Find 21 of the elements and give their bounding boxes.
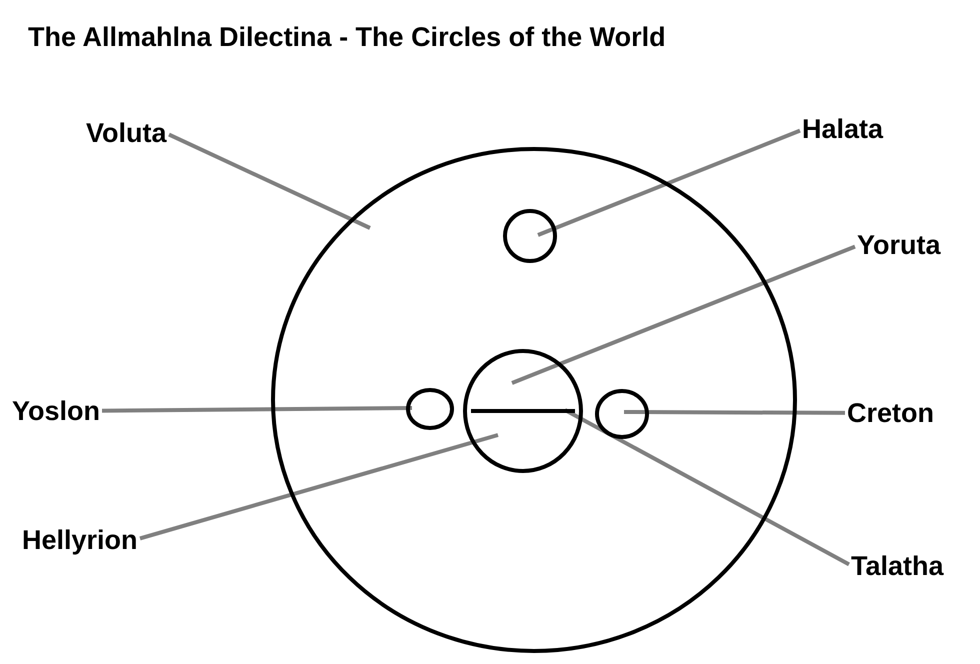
small-circle xyxy=(595,389,649,439)
part-label: Yoruta xyxy=(857,229,941,261)
leader-line xyxy=(564,408,850,566)
leader-line xyxy=(139,433,499,540)
part-label: Creton xyxy=(847,397,934,429)
part-label: Yoslon xyxy=(12,395,100,427)
outer-circle xyxy=(271,147,797,653)
leader-line xyxy=(511,244,856,385)
leader-line xyxy=(624,410,845,415)
diagram-title: The Allmahlna Dilectina - The Circles of the World xyxy=(28,21,666,54)
leader-line xyxy=(102,406,412,413)
center-circle xyxy=(463,349,583,473)
small-circle xyxy=(503,209,557,263)
part-label: Voluta xyxy=(86,117,166,149)
part-label: Hellyrion xyxy=(22,524,138,556)
part-label: Halata xyxy=(802,113,884,145)
leader-line xyxy=(168,132,371,230)
part-label: Talatha xyxy=(851,550,944,582)
small-circle xyxy=(406,388,454,430)
divider-line xyxy=(471,409,575,413)
leader-line xyxy=(537,128,801,237)
